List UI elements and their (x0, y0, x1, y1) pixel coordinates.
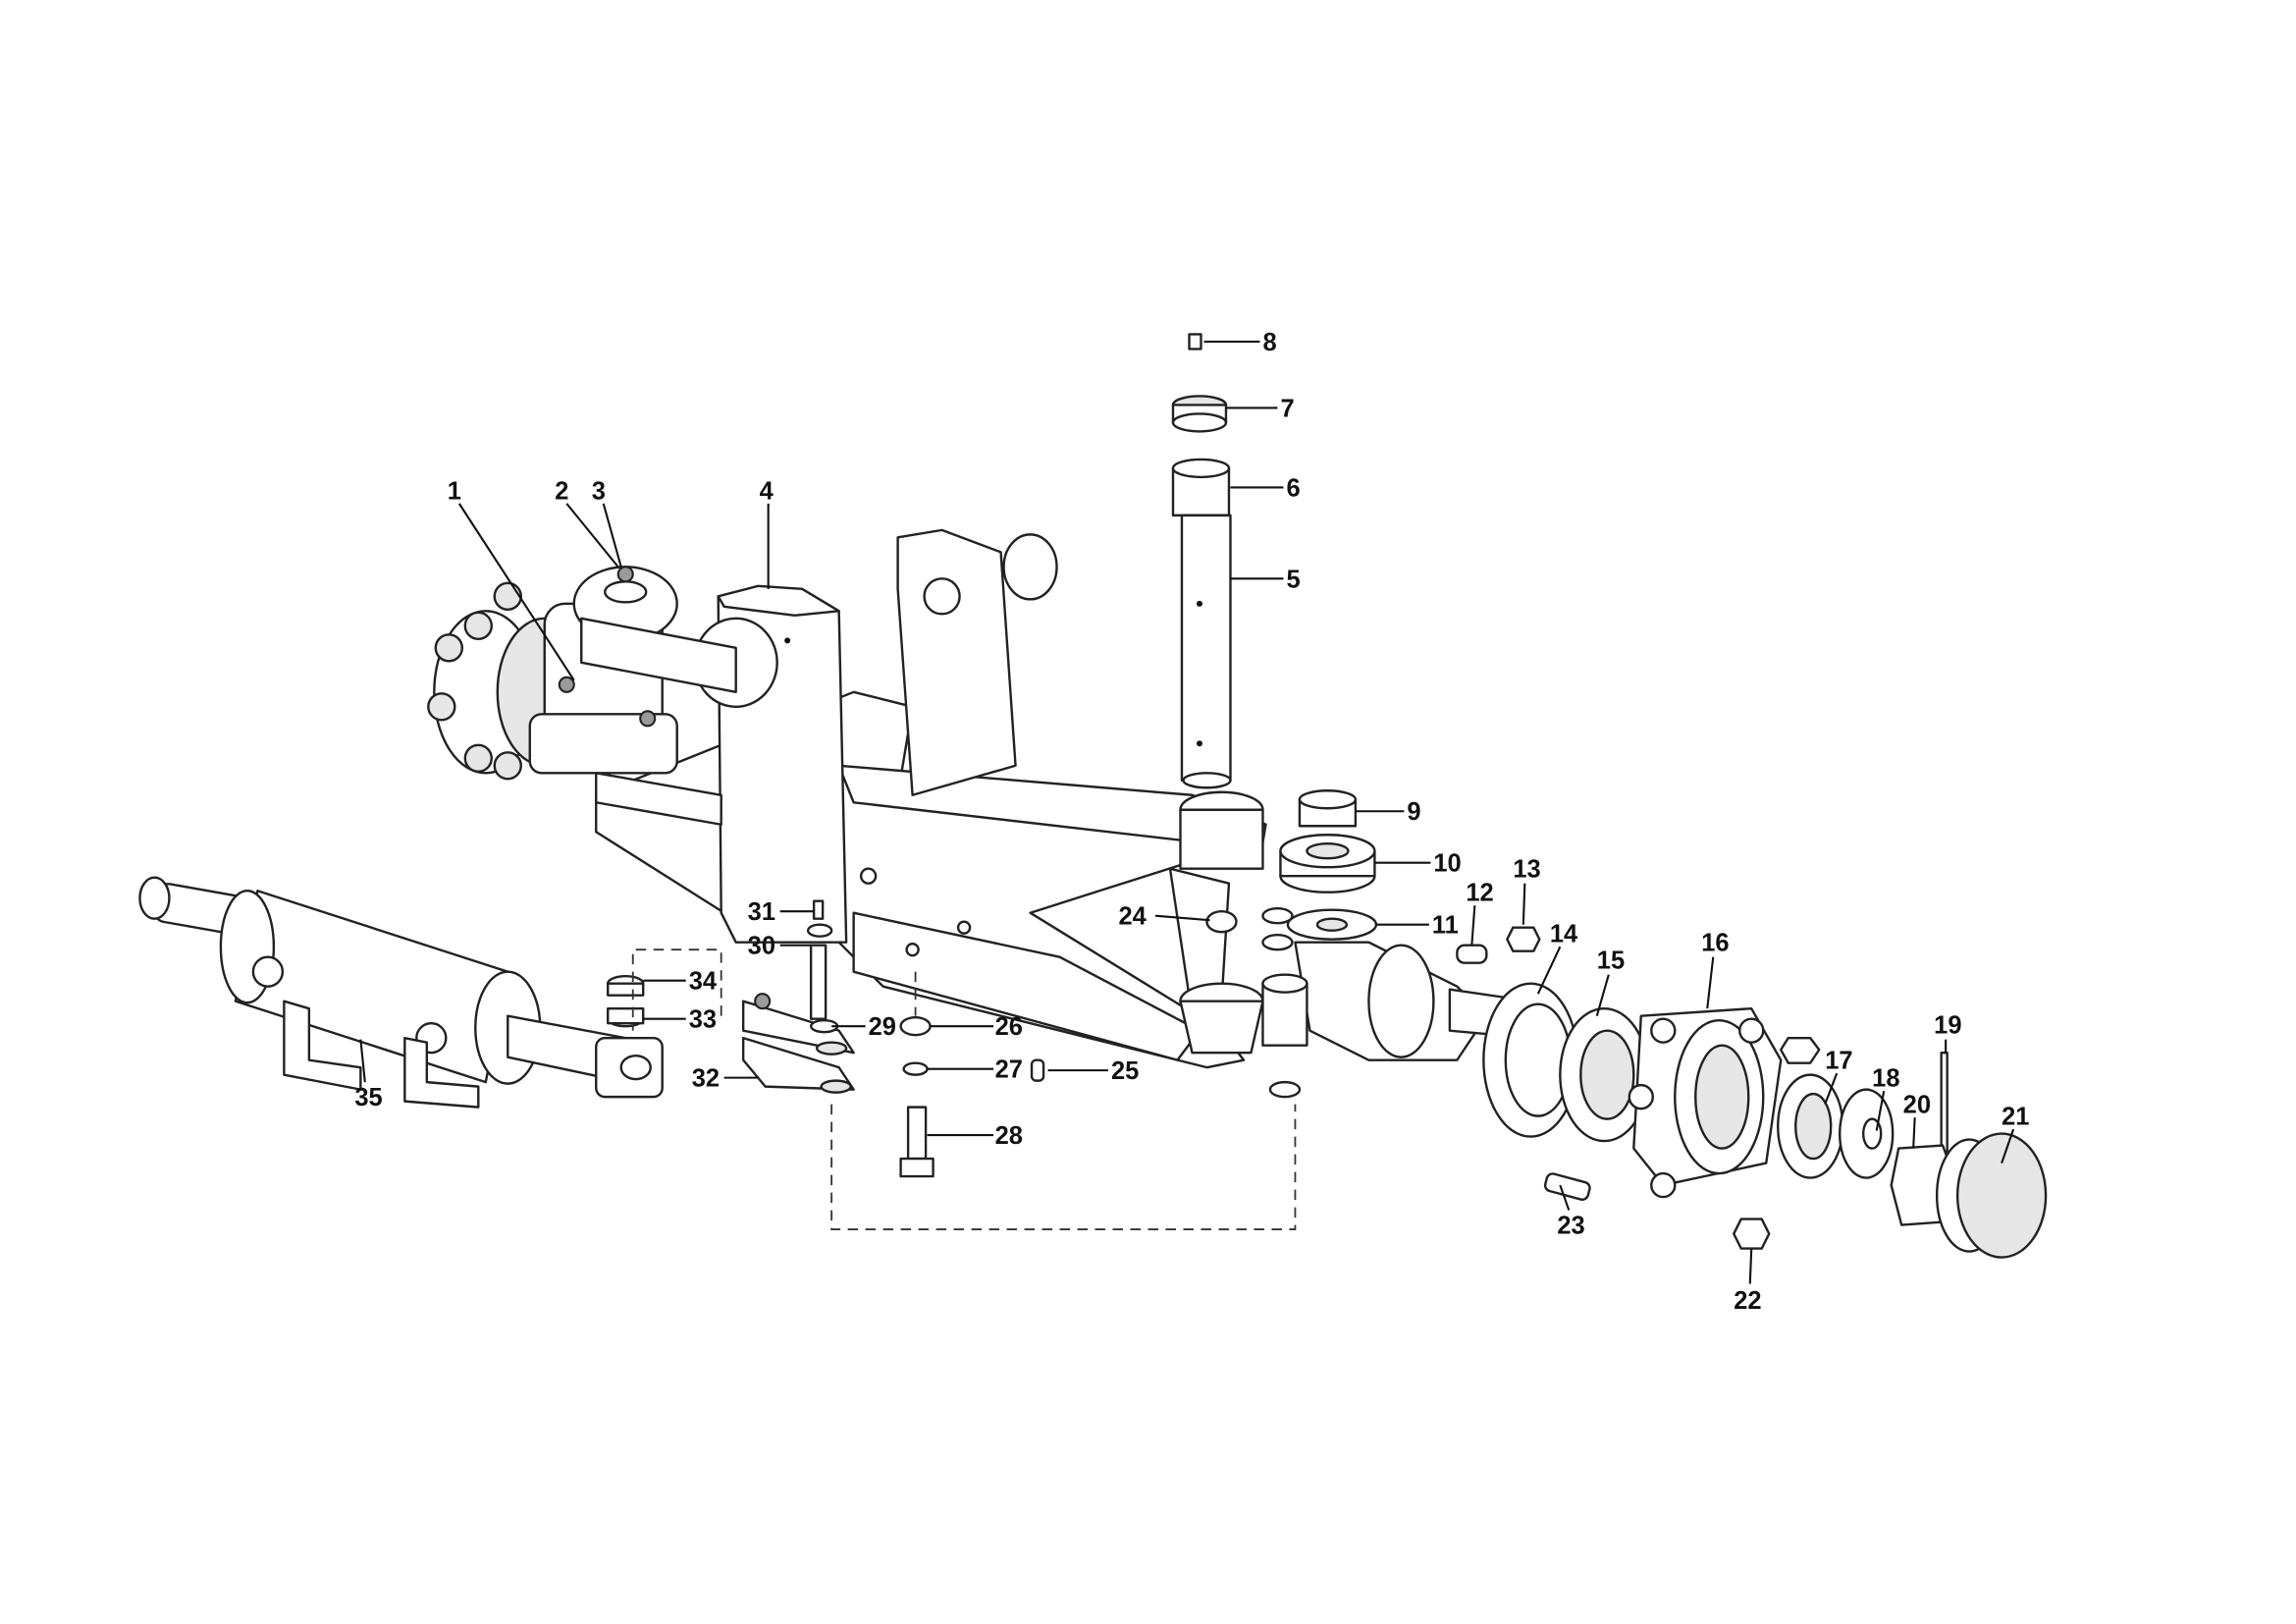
callout-21: 21 (2002, 1104, 2029, 1131)
callout-8: 8 (1262, 329, 1276, 356)
wheel-hub-assembly (1482, 982, 2048, 1259)
callout-leaders (359, 340, 2015, 1284)
callout-12: 12 (1466, 880, 1493, 907)
callout-14: 14 (1550, 921, 1578, 948)
steering-unit (427, 566, 737, 826)
callout-35: 35 (354, 1084, 382, 1111)
callout-9: 9 (1407, 798, 1420, 826)
callout-6: 6 (1286, 474, 1300, 502)
callout-29: 29 (869, 1013, 896, 1041)
callout-15: 15 (1597, 947, 1625, 975)
callout-3: 3 (592, 477, 606, 505)
callout-17: 17 (1825, 1048, 1852, 1075)
bearings-left (1205, 789, 1541, 1099)
callout-16: 16 (1701, 930, 1729, 957)
callout-30: 30 (748, 933, 775, 960)
callout-4: 4 (760, 477, 774, 505)
callout-28: 28 (995, 1122, 1023, 1150)
callout-5: 5 (1286, 566, 1300, 593)
callout-11: 11 (1432, 912, 1459, 940)
callout-24: 24 (1119, 903, 1148, 931)
assembly-lines (631, 948, 1297, 1230)
callout-2: 2 (555, 477, 568, 505)
callout-22: 22 (1734, 1287, 1761, 1315)
callout-13: 13 (1513, 856, 1540, 884)
callout-1: 1 (448, 477, 461, 505)
callout-26: 26 (995, 1013, 1023, 1041)
callout-7: 7 (1280, 395, 1294, 422)
callout-33: 33 (689, 1006, 717, 1034)
callout-23: 23 (1557, 1213, 1584, 1240)
callout-10: 10 (1433, 850, 1461, 878)
callout-27: 27 (995, 1056, 1023, 1084)
callout-20: 20 (1903, 1092, 1931, 1119)
callout-labels: 1 2 3 4 5 6 7 8 9 10 11 12 13 14 15 16 1… (354, 329, 2029, 1315)
callout-34: 34 (689, 968, 718, 996)
king-pin-parts (1171, 333, 1232, 789)
callout-32: 32 (692, 1065, 720, 1093)
callout-25: 25 (1111, 1057, 1139, 1085)
linkage-parts (607, 899, 1045, 1178)
callout-18: 18 (1872, 1065, 1899, 1093)
steering-cylinder (138, 876, 664, 1109)
callout-19: 19 (1934, 1012, 1961, 1040)
steering-knuckle (1168, 790, 1532, 1061)
callout-31: 31 (748, 898, 775, 926)
